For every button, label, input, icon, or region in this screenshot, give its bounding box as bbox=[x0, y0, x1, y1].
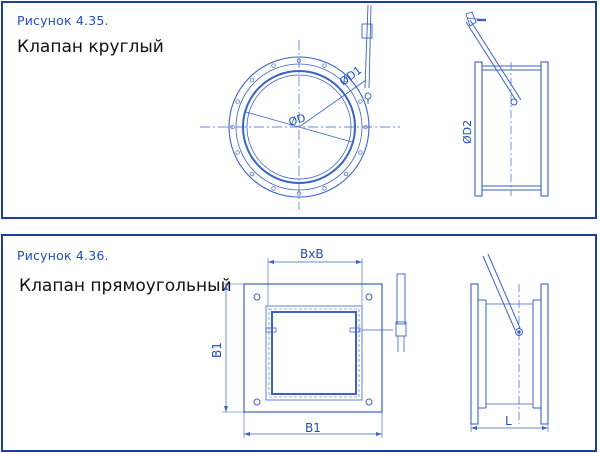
figure-number: Рисунок 4.35. bbox=[17, 13, 109, 28]
figure-title: Клапан круглый bbox=[17, 37, 164, 57]
label-width-b1: B1 bbox=[305, 421, 321, 435]
label-diameter-d: ØD bbox=[287, 111, 307, 129]
label-length-l: L bbox=[505, 414, 512, 428]
round-valve-side-view bbox=[465, 11, 549, 197]
figure-number: Рисунок 4.36. bbox=[17, 248, 109, 263]
label-height-b1: B1 bbox=[210, 342, 224, 358]
figure-title: Клапан прямоугольный bbox=[19, 276, 232, 296]
round-valve-front-view bbox=[200, 4, 400, 210]
label-diameter-d2: ØD2 bbox=[461, 120, 474, 144]
label-section-bxb: BxB bbox=[300, 247, 324, 261]
rectangular-valve-side-view bbox=[470, 253, 549, 432]
figure-4-36-panel: Рисунок 4.36. Клапан прямоугольный bbox=[1, 234, 597, 452]
flange-bolt-holes bbox=[230, 58, 368, 196]
rectangular-valve-front-view bbox=[222, 258, 407, 438]
